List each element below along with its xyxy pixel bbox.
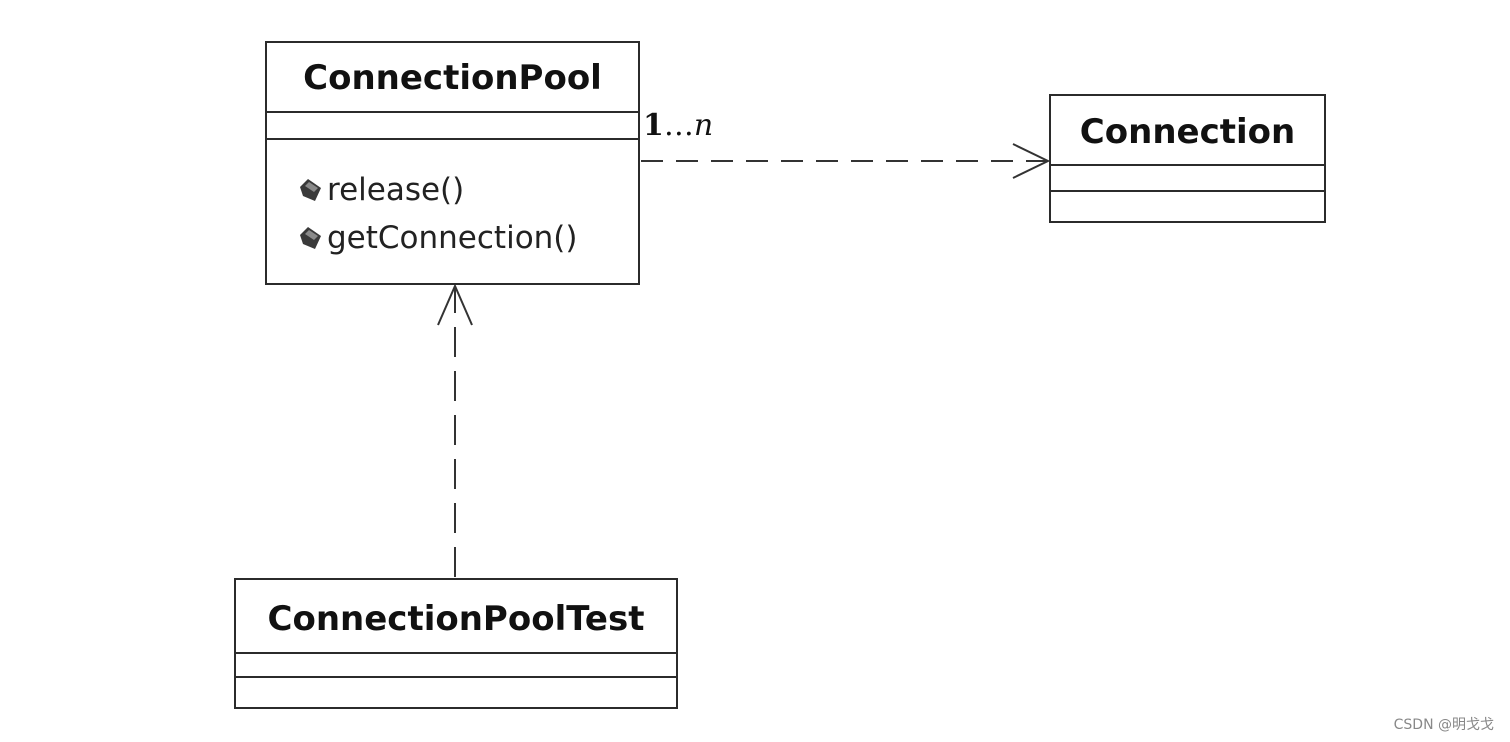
operation-label: release() xyxy=(327,172,465,208)
multiplicity-dots: … xyxy=(663,108,694,143)
method-icon xyxy=(300,179,321,201)
multiplicity-variable: n xyxy=(693,108,714,143)
class-box-connection-pool[interactable]: ConnectionPool release() getConnection() xyxy=(265,41,640,285)
class-name: ConnectionPool xyxy=(267,43,638,113)
arrowhead-icon xyxy=(1012,143,1051,179)
operation-release: release() xyxy=(297,166,638,214)
arrowhead-icon xyxy=(437,283,473,326)
class-name: Connection xyxy=(1051,96,1324,166)
attributes-compartment xyxy=(267,113,638,140)
operation-label: getConnection() xyxy=(327,220,578,256)
class-box-connection-pool-test[interactable]: ConnectionPoolTest xyxy=(234,578,678,709)
method-icon xyxy=(300,227,321,249)
class-box-connection[interactable]: Connection xyxy=(1049,94,1326,223)
operation-get-connection: getConnection() xyxy=(297,214,638,262)
multiplicity-label: 1…n xyxy=(643,108,713,143)
multiplicity-number: 1 xyxy=(643,108,664,143)
watermark: CSDN @明戈戈 xyxy=(1393,717,1494,733)
attributes-compartment xyxy=(1051,166,1324,192)
class-name: ConnectionPoolTest xyxy=(236,580,676,654)
attributes-compartment xyxy=(236,654,676,678)
operations-compartment: release() getConnection() xyxy=(267,140,638,262)
